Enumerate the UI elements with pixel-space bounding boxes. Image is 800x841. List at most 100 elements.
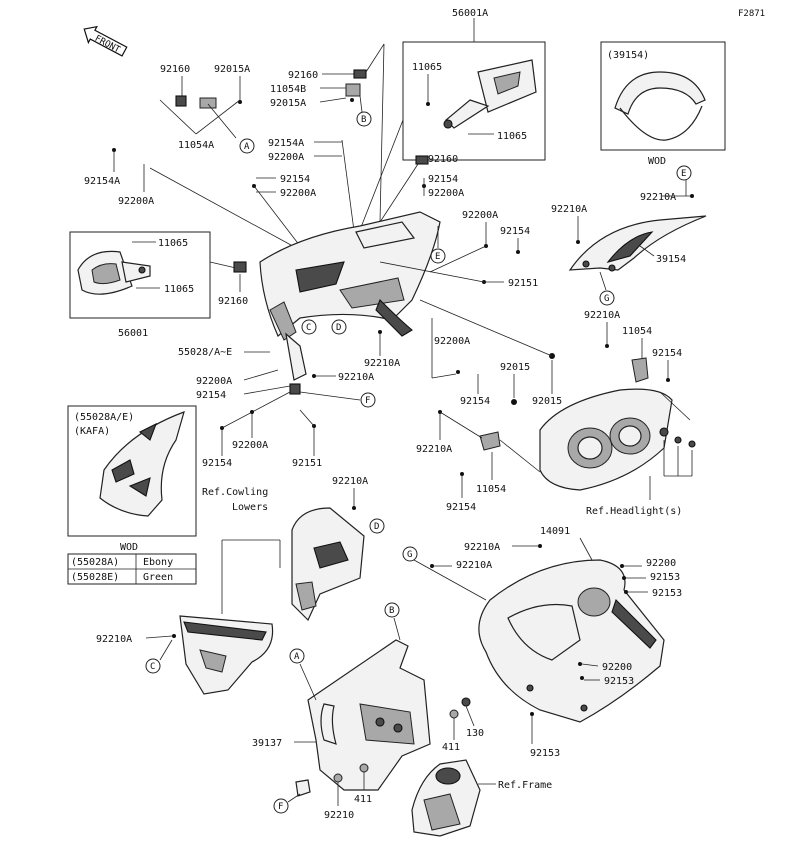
label-92200a-g: 92200A bbox=[232, 440, 268, 451]
label-130: 130 bbox=[466, 728, 484, 739]
label-wod-1: WOD bbox=[648, 156, 666, 167]
front-arrow: FRONT bbox=[83, 25, 128, 57]
label-11054a: 11054A bbox=[178, 140, 214, 151]
svg-text:B: B bbox=[361, 115, 366, 125]
label-11065-d: 11065 bbox=[164, 284, 194, 295]
label-92154-f: 92154 bbox=[460, 396, 490, 407]
label-92153-c: 92153 bbox=[604, 676, 634, 687]
label-92015a-b: 92015A bbox=[270, 98, 306, 109]
label-92154a-b: 92154A bbox=[84, 176, 120, 187]
svg-text:G: G bbox=[604, 294, 609, 304]
callout-a-2: A bbox=[289, 648, 305, 664]
label-92154a-a: 92154A bbox=[268, 138, 304, 149]
svg-text:D: D bbox=[336, 323, 341, 333]
kafa-variant-group: (55028A/E) (KAFA) WOD bbox=[67, 405, 197, 553]
label-11065-a: 11065 bbox=[412, 62, 442, 73]
label-92160-a: 92160 bbox=[160, 64, 190, 75]
svg-text:F: F bbox=[365, 396, 370, 406]
label-92151-b: 92151 bbox=[508, 278, 538, 289]
callout-c-1: C bbox=[301, 319, 317, 335]
callout-g-1: G bbox=[599, 290, 615, 306]
label-411-b: 411 bbox=[354, 794, 372, 805]
label-92160-c: 92160 bbox=[428, 154, 458, 165]
label-92200-b: 92200 bbox=[602, 662, 632, 673]
label-55028: 55028/A~E bbox=[178, 347, 232, 358]
label-39137: 39137 bbox=[252, 738, 282, 749]
label-92154-g: 92154 bbox=[652, 348, 682, 359]
svg-text:E: E bbox=[435, 252, 440, 262]
callout-f-2: F bbox=[273, 798, 289, 814]
label-92210a-d: 92210A bbox=[364, 358, 400, 369]
label-92200a-a: 92200A bbox=[268, 152, 304, 163]
label-92200a-c: 92200A bbox=[118, 196, 154, 207]
mirror-56001-group: 11065 11065 56001 bbox=[69, 231, 237, 339]
label-92151-a: 92151 bbox=[292, 458, 322, 469]
mirror-56001a-group: 56001A 11065 11065 bbox=[355, 8, 546, 241]
headlight-assembly bbox=[539, 388, 696, 491]
side-inner-panel bbox=[291, 507, 365, 622]
label-kafa: (KAFA) bbox=[74, 426, 110, 437]
svg-text:F: F bbox=[278, 802, 283, 812]
label-92015-a: 92015 bbox=[500, 362, 530, 373]
svg-text:A: A bbox=[294, 652, 300, 662]
label-ref-cowling-1: Ref.Cowling bbox=[202, 487, 268, 498]
label-92153-d: 92153 bbox=[530, 748, 560, 759]
label-92210a-i: 92210A bbox=[456, 560, 492, 571]
stay-39137 bbox=[307, 639, 431, 791]
svg-text:A: A bbox=[244, 142, 250, 152]
callout-a-1: A bbox=[239, 138, 255, 154]
callout-f-1: F bbox=[360, 392, 376, 408]
label-11065-c: 11065 bbox=[158, 238, 188, 249]
svg-text:C: C bbox=[306, 323, 311, 333]
label-92210a-h: 92210A bbox=[464, 542, 500, 553]
callout-d-1: D bbox=[331, 319, 347, 335]
callout-d-2: D bbox=[369, 518, 385, 534]
label-92200-a: 92200 bbox=[646, 558, 676, 569]
label-39154: 39154 bbox=[656, 254, 686, 265]
label-92200a-b: 92200A bbox=[280, 188, 316, 199]
upper-cowl bbox=[259, 211, 441, 381]
label-11054b: 11054B bbox=[270, 84, 306, 95]
label-92210a-c: 92210A bbox=[584, 310, 620, 321]
mirror-right bbox=[443, 59, 537, 129]
label-ref-frame: Ref.Frame bbox=[498, 780, 552, 791]
callout-g-2: G bbox=[402, 546, 418, 562]
svg-text:B: B bbox=[389, 606, 394, 616]
label-56001: 56001 bbox=[118, 328, 148, 339]
color-table: (55028A) Ebony (55028E) Green bbox=[67, 553, 197, 585]
frame-ref bbox=[411, 759, 481, 837]
windshield-39154 bbox=[568, 215, 707, 272]
label-11065-b: 11065 bbox=[497, 131, 527, 142]
label-wod-2: WOD bbox=[120, 542, 138, 553]
label-11054-a: 11054 bbox=[622, 326, 652, 337]
color-table-code-1: (55028E) bbox=[71, 572, 119, 583]
label-92210a-a: 92210A bbox=[551, 204, 587, 215]
label-411-a: 411 bbox=[442, 742, 460, 753]
label-11054-b: 11054 bbox=[476, 484, 506, 495]
label-92154-c: 92154 bbox=[500, 226, 530, 237]
label-92200a-d: 92200A bbox=[428, 188, 464, 199]
label-92154-b: 92154 bbox=[428, 174, 458, 185]
label-92210a-g: 92210A bbox=[332, 476, 368, 487]
windshield-wod-group: (39154) WOD bbox=[600, 41, 726, 167]
label-92200a-f: 92200A bbox=[196, 376, 232, 387]
callout-b-2: B bbox=[384, 602, 400, 618]
svg-text:D: D bbox=[374, 522, 379, 532]
callout-b-1: B bbox=[356, 111, 372, 127]
label-92200a-h: 92200A bbox=[434, 336, 470, 347]
label-92160-b: 92160 bbox=[288, 70, 318, 81]
color-table-code-0: (55028A) bbox=[71, 557, 119, 568]
callout-e-2: E bbox=[676, 165, 692, 181]
label-92210a-j: 92210A bbox=[96, 634, 132, 645]
inner-cowl-14091 bbox=[478, 559, 665, 723]
label-92210a-e: 92210A bbox=[338, 372, 374, 383]
label-92153-b: 92153 bbox=[652, 588, 682, 599]
callout-e-1: E bbox=[430, 248, 446, 264]
color-table-color-0: Ebony bbox=[143, 557, 173, 568]
label-92210: 92210 bbox=[324, 810, 354, 821]
label-92154-e: 92154 bbox=[196, 390, 226, 401]
label-56001a-top: 56001A bbox=[452, 8, 488, 19]
label-92210a-b: 92210A bbox=[640, 192, 676, 203]
label-ref-cowling-2: Lowers bbox=[232, 502, 268, 513]
